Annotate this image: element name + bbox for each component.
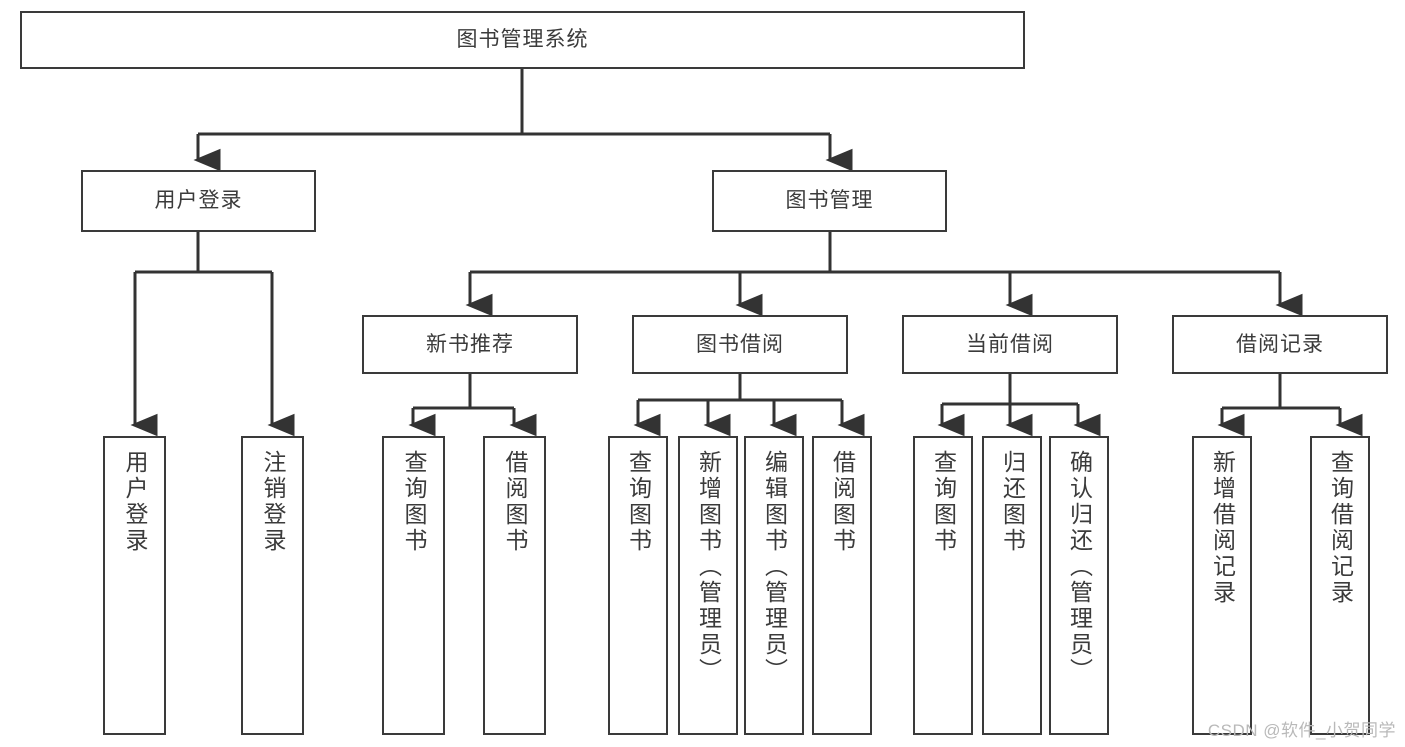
leaf-edit-book-admin[interactable]: 编辑图书（管理员） <box>744 436 804 735</box>
leaf-borrow-book-label: 借阅图书 <box>829 450 856 554</box>
leaf-add-book-admin[interactable]: 新增图书（管理员） <box>678 436 738 735</box>
leaf-user-login[interactable]: 用户登录 <box>103 436 166 735</box>
node-user-login-label: 用户登录 <box>154 189 243 213</box>
leaf-add-borrow-record-label: 新增借阅记录 <box>1209 450 1236 606</box>
leaf-edit-book-admin-label: 编辑图书（管理员） <box>761 450 788 684</box>
node-book-management[interactable]: 图书管理 <box>712 170 947 232</box>
leaf-query-book-borrow-label: 查询图书 <box>625 450 652 554</box>
leaf-user-login-label: 用户登录 <box>122 450 148 554</box>
leaf-query-book-borrow[interactable]: 查询图书 <box>608 436 668 735</box>
leaf-query-borrow-record[interactable]: 查询借阅记录 <box>1310 436 1370 735</box>
leaf-return-book-label: 归还图书 <box>999 450 1026 554</box>
leaf-query-book-current-label: 查询图书 <box>930 450 957 554</box>
node-current-borrow-label: 当前借阅 <box>966 332 1054 356</box>
node-root[interactable]: 图书管理系统 <box>20 11 1025 69</box>
node-borrow-records[interactable]: 借阅记录 <box>1172 315 1388 374</box>
leaf-add-borrow-record[interactable]: 新增借阅记录 <box>1192 436 1252 735</box>
csdn-watermark: CSDN @软件_小贺同学 <box>1207 721 1396 740</box>
leaf-borrow-book[interactable]: 借阅图书 <box>812 436 872 735</box>
node-user-login[interactable]: 用户登录 <box>81 170 316 232</box>
node-book-management-label: 图书管理 <box>785 189 874 213</box>
leaf-borrow-book-recommend-label: 借阅图书 <box>502 450 528 554</box>
node-book-borrow-label: 图书借阅 <box>696 332 784 356</box>
leaf-confirm-return-admin[interactable]: 确认归还（管理员） <box>1049 436 1109 735</box>
node-root-label: 图书管理系统 <box>456 28 589 52</box>
leaf-query-book-recommend[interactable]: 查询图书 <box>382 436 445 735</box>
leaf-logout-label: 注销登录 <box>260 450 286 554</box>
leaf-logout[interactable]: 注销登录 <box>241 436 304 735</box>
node-new-book-recommend-label: 新书推荐 <box>426 332 514 356</box>
leaf-query-book-current[interactable]: 查询图书 <box>913 436 973 735</box>
leaf-borrow-book-recommend[interactable]: 借阅图书 <box>483 436 546 735</box>
leaf-return-book[interactable]: 归还图书 <box>982 436 1042 735</box>
leaf-confirm-return-admin-label: 确认归还（管理员） <box>1066 450 1093 684</box>
node-new-book-recommend[interactable]: 新书推荐 <box>362 315 578 374</box>
leaf-add-book-admin-label: 新增图书（管理员） <box>695 450 722 684</box>
node-book-borrow[interactable]: 图书借阅 <box>632 315 848 374</box>
node-current-borrow[interactable]: 当前借阅 <box>902 315 1118 374</box>
leaf-query-borrow-record-label: 查询借阅记录 <box>1327 450 1354 606</box>
node-borrow-records-label: 借阅记录 <box>1236 332 1324 356</box>
leaf-query-book-recommend-label: 查询图书 <box>401 450 427 554</box>
